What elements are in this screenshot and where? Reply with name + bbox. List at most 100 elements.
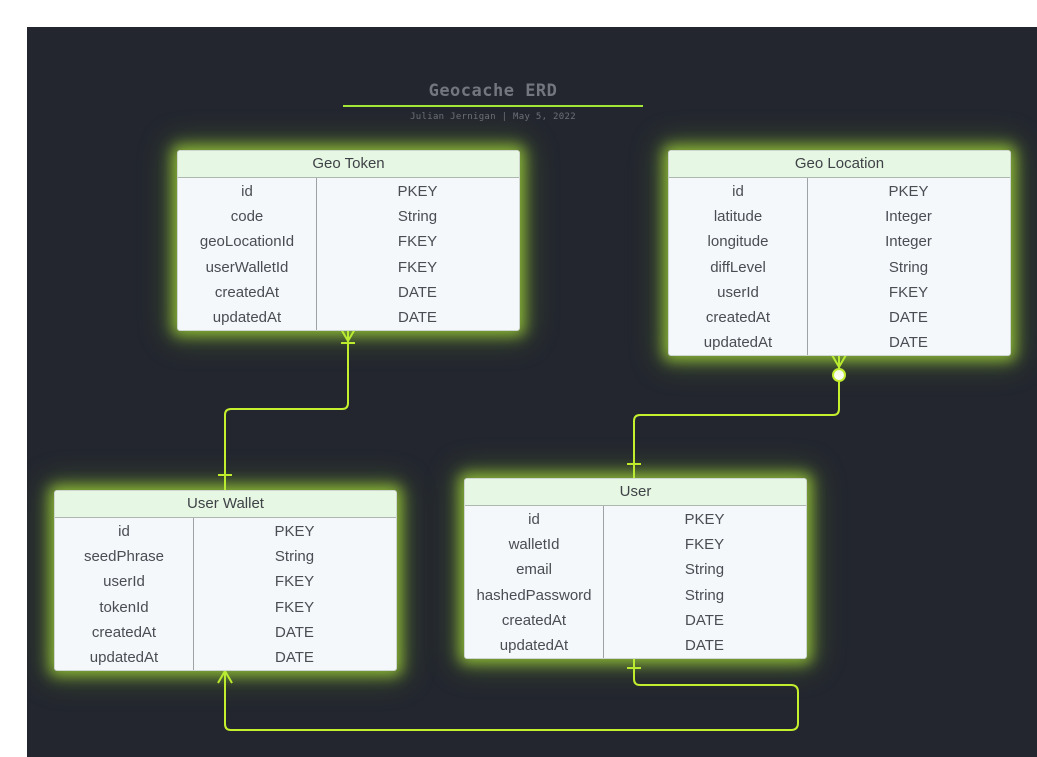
field-type: DATE	[685, 636, 724, 654]
field-row: latitude Integer	[669, 204, 1010, 229]
field-type: String	[684, 586, 725, 604]
field-row: walletId FKEY	[465, 532, 806, 557]
field-type: FKEY	[274, 573, 315, 591]
field-type: FKEY	[888, 283, 929, 301]
field-name: hashedPassword	[476, 586, 592, 604]
entity-header: User	[465, 479, 806, 506]
field-name: userWalletId	[205, 258, 289, 276]
field-type: DATE	[889, 334, 928, 352]
connector-user-userwallet	[224, 657, 799, 731]
field-row: id PKEY	[669, 179, 1010, 204]
field-row: updatedAt DATE	[178, 305, 519, 330]
field-row: id PKEY	[465, 507, 806, 532]
field-name: userId	[103, 573, 145, 591]
field-type: FKEY	[397, 233, 438, 251]
field-type: PKEY	[888, 183, 929, 200]
entity-header: Geo Token	[178, 151, 519, 178]
field-type: String	[888, 258, 929, 276]
field-name: userId	[717, 283, 759, 301]
field-name: diffLevel	[710, 258, 766, 276]
field-row: createdAt DATE	[669, 305, 1010, 330]
field-row: id PKEY	[178, 179, 519, 204]
field-type: String	[274, 548, 315, 566]
field-name: walletId	[508, 536, 560, 554]
diagram-subtitle: Julian Jernigan | May 5, 2022	[410, 112, 576, 122]
field-type: Integer	[885, 208, 932, 226]
field-type: DATE	[398, 283, 437, 301]
field-name: seedPhrase	[83, 548, 165, 566]
field-row: userWalletId FKEY	[178, 255, 519, 280]
field-name: geoLocationId	[199, 233, 295, 251]
diagram-title: Geocache ERD	[343, 81, 643, 107]
field-name: id	[732, 183, 744, 200]
field-name: createdAt	[91, 623, 157, 641]
entity-header: User Wallet	[55, 491, 396, 518]
zero-circle-marker	[832, 368, 846, 382]
field-type: PKEY	[397, 183, 438, 200]
field-row: seedPhrase String	[55, 544, 396, 569]
field-row: createdAt DATE	[465, 608, 806, 633]
column-divider	[807, 178, 808, 356]
column-divider	[316, 178, 317, 331]
field-type: DATE	[275, 648, 314, 666]
field-type: FKEY	[684, 536, 725, 554]
field-type: FKEY	[274, 598, 315, 616]
column-divider	[603, 506, 604, 659]
field-name: latitude	[713, 208, 763, 226]
field-name: updatedAt	[89, 648, 159, 666]
field-name: createdAt	[214, 283, 280, 301]
field-type: PKEY	[684, 511, 725, 528]
field-name: updatedAt	[499, 636, 569, 654]
field-name: id	[118, 523, 130, 540]
field-name: createdAt	[501, 611, 567, 629]
connector-geolocation-user	[633, 355, 840, 478]
field-name: createdAt	[705, 308, 771, 326]
field-row: updatedAt DATE	[669, 330, 1010, 355]
field-row: userId FKEY	[669, 280, 1010, 305]
field-row: geoLocationId FKEY	[178, 229, 519, 254]
diagram-canvas: Geocache ERD Julian Jernigan | May 5, 20…	[27, 27, 1037, 757]
field-type: DATE	[275, 623, 314, 641]
field-row: hashedPassword String	[465, 583, 806, 608]
field-type: PKEY	[274, 523, 315, 540]
field-name: longitude	[707, 233, 769, 251]
field-type: Integer	[885, 233, 932, 251]
field-row: createdAt DATE	[178, 280, 519, 305]
field-type: DATE	[398, 308, 437, 326]
field-row: code String	[178, 204, 519, 229]
entity-header: Geo Location	[669, 151, 1010, 178]
field-type: FKEY	[397, 258, 438, 276]
field-row: updatedAt DATE	[465, 633, 806, 658]
field-name: code	[230, 208, 264, 226]
field-row: userId FKEY	[55, 569, 396, 594]
title-block: Geocache ERD Julian Jernigan | May 5, 20…	[343, 81, 643, 122]
field-row: diffLevel String	[669, 255, 1010, 280]
column-divider	[193, 518, 194, 671]
field-row: longitude Integer	[669, 229, 1010, 254]
field-name: email	[516, 561, 552, 579]
field-name: updatedAt	[703, 334, 773, 352]
field-name: tokenId	[99, 598, 149, 616]
field-row: id PKEY	[55, 519, 396, 544]
field-type: DATE	[685, 611, 724, 629]
crowfoot-many-marker	[831, 354, 847, 369]
field-name: updatedAt	[212, 308, 282, 326]
field-name: id	[241, 183, 253, 200]
field-type: String	[684, 561, 725, 579]
field-type: DATE	[889, 308, 928, 326]
field-row: createdAt DATE	[55, 620, 396, 645]
crowfoot-many-marker	[340, 328, 356, 344]
field-row: tokenId FKEY	[55, 595, 396, 620]
field-row: updatedAt DATE	[55, 645, 396, 670]
field-row: email String	[465, 557, 806, 582]
field-type: String	[397, 208, 438, 226]
field-name: id	[528, 511, 540, 528]
